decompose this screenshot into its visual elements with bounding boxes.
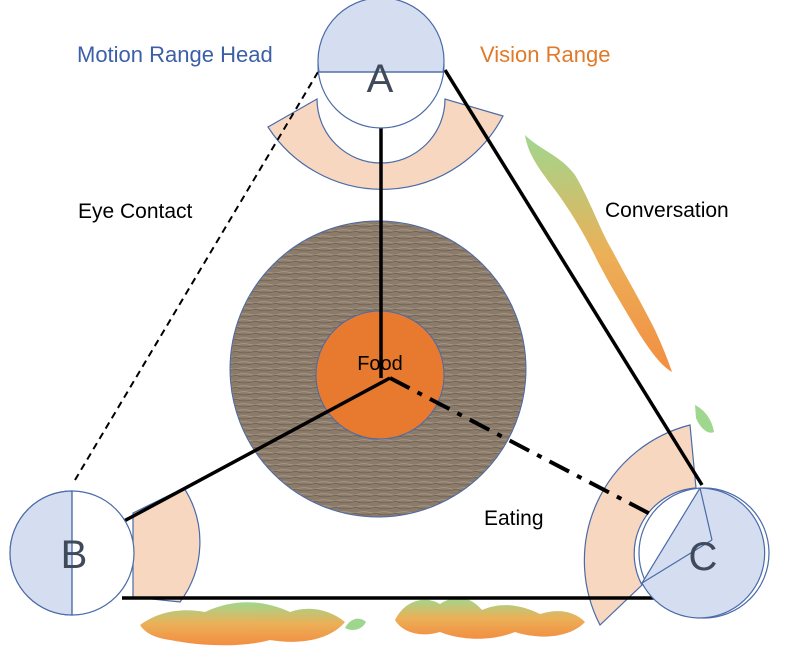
conversation-line <box>443 69 704 486</box>
eating-label: Eating <box>484 507 544 530</box>
vision-range-b <box>132 487 201 603</box>
person-c-label: C <box>689 535 718 579</box>
person-c <box>638 487 770 619</box>
person-a <box>317 0 445 129</box>
vision-range-legend: Vision Range <box>480 42 610 67</box>
vision-range-a <box>267 97 504 190</box>
eye-contact-label: Eye Contact <box>78 200 193 223</box>
person-b-label: B <box>61 533 88 577</box>
food-label: Food <box>357 353 403 375</box>
vision-range-c <box>583 424 697 626</box>
person-b <box>9 490 135 616</box>
person-a-label: A <box>367 57 394 101</box>
motion-range-legend: Motion Range Head <box>77 42 273 67</box>
eating-line <box>389 376 701 542</box>
decorative-smudges <box>140 135 714 646</box>
conversation-label: Conversation <box>605 199 729 222</box>
